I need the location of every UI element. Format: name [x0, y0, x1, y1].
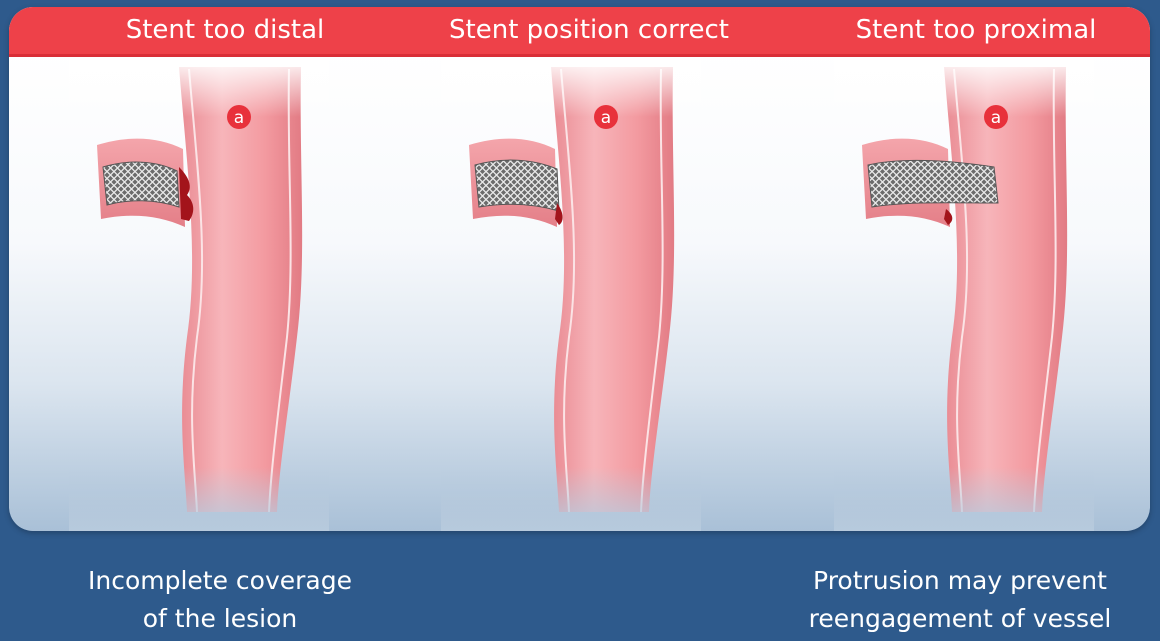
stent-mesh	[868, 161, 998, 207]
vessel-wall	[179, 67, 302, 512]
caption-line: of the lesion	[88, 600, 352, 638]
vessel-correct	[441, 57, 701, 531]
caption-line: Protrusion may prevent	[809, 562, 1112, 600]
badge-label: a	[601, 108, 611, 128]
badge-label: a	[991, 108, 1001, 128]
badge-proximal: a	[984, 105, 1008, 129]
stent-diagram: a a a	[9, 7, 1150, 531]
stent-mesh	[475, 160, 559, 211]
caption-line: Incomplete coverage	[88, 562, 352, 600]
illustration-panel: Stent too distal Stent position correct …	[9, 7, 1150, 531]
caption-distal: Incomplete coverage of the lesion	[88, 562, 352, 638]
caption-proximal: Protrusion may prevent reengagement of v…	[809, 562, 1112, 638]
vessel-distal	[69, 57, 329, 531]
stent-mesh	[103, 162, 179, 207]
caption-line: reengagement of vessel	[809, 600, 1112, 638]
vessel-wall	[944, 67, 1067, 512]
badge-label: a	[234, 108, 244, 128]
badge-distal: a	[227, 105, 251, 129]
vessel-wall	[551, 67, 674, 512]
badge-correct: a	[594, 105, 618, 129]
vessel-proximal	[834, 57, 1094, 531]
